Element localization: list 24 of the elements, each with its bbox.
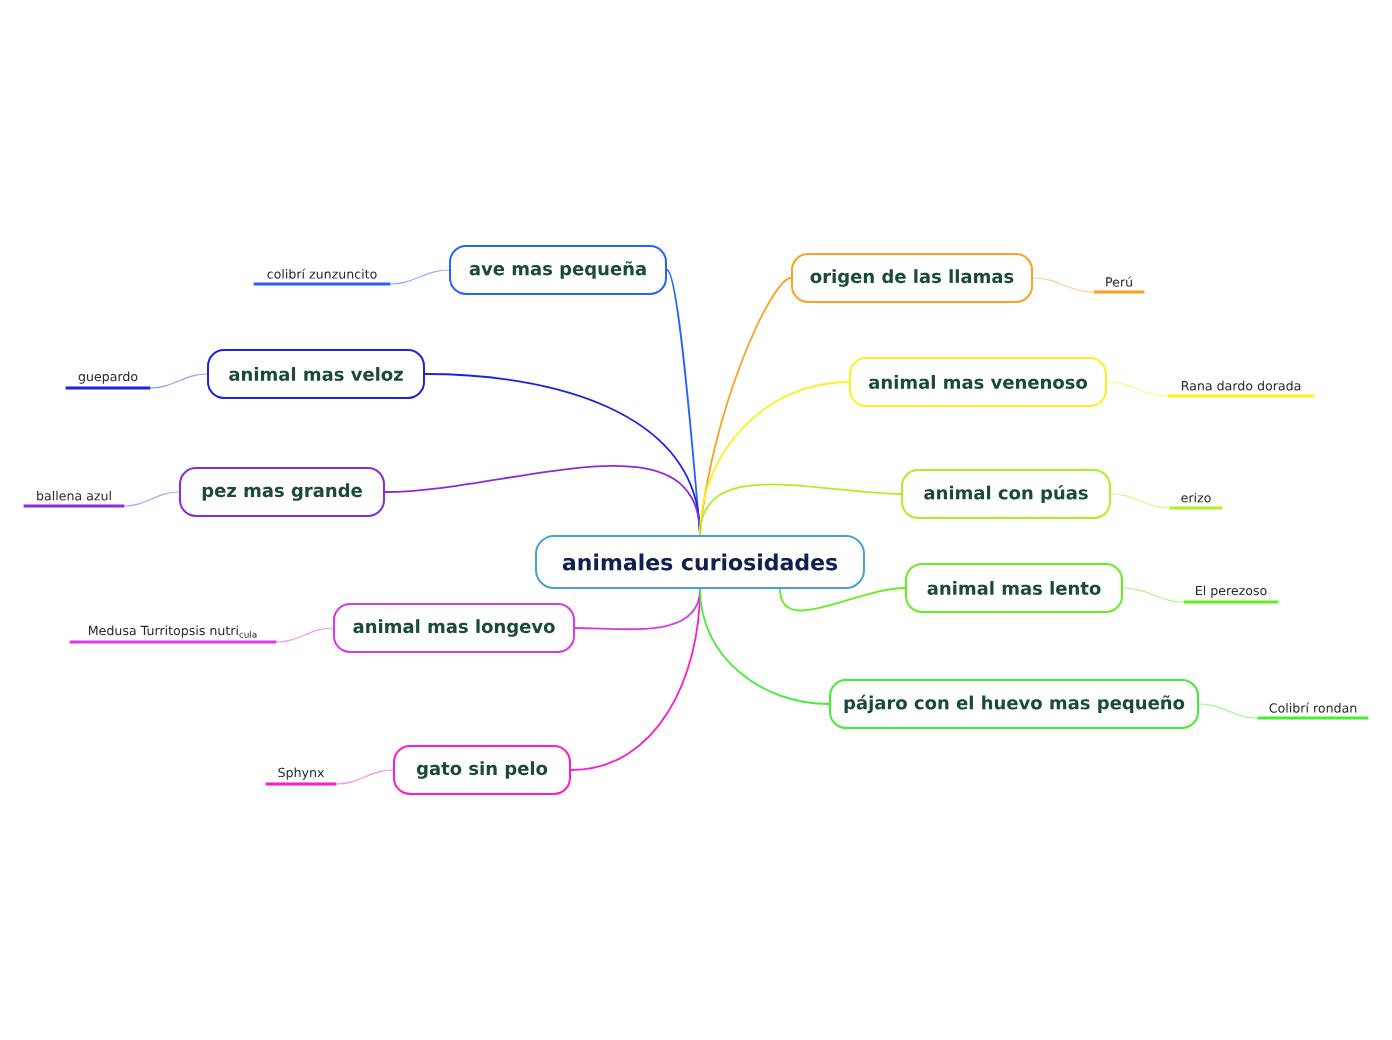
topic-box: animal mas venenoso bbox=[849, 357, 1107, 407]
branch-line bbox=[389, 269, 450, 285]
topic-box: animal mas longevo bbox=[333, 603, 575, 653]
topic-box: ave mas pequeña bbox=[449, 245, 667, 295]
branch-line bbox=[275, 627, 334, 643]
topic-box: animal con púas bbox=[901, 469, 1111, 519]
branch-line bbox=[699, 588, 830, 705]
branch-line bbox=[335, 769, 394, 785]
topic-box: pájaro con el huevo mas pequeño bbox=[829, 679, 1199, 729]
topic-box: animal mas veloz bbox=[207, 349, 425, 399]
branch-line bbox=[1032, 277, 1095, 293]
topic-box: pez mas grande bbox=[179, 467, 385, 517]
branch-line bbox=[149, 373, 208, 389]
central-topic-box: animales curiosidades bbox=[535, 535, 865, 589]
branch-line bbox=[779, 587, 906, 612]
branch-line bbox=[1106, 381, 1169, 397]
topic-box: gato sin pelo bbox=[393, 745, 571, 795]
branch-line bbox=[1198, 703, 1259, 719]
topic-box: animal mas lento bbox=[905, 563, 1123, 613]
branch-line bbox=[1110, 493, 1171, 509]
branch-line bbox=[699, 483, 902, 536]
branch-line bbox=[1122, 587, 1185, 603]
branch-line bbox=[123, 491, 180, 507]
topic-box: origen de las llamas bbox=[791, 253, 1033, 303]
